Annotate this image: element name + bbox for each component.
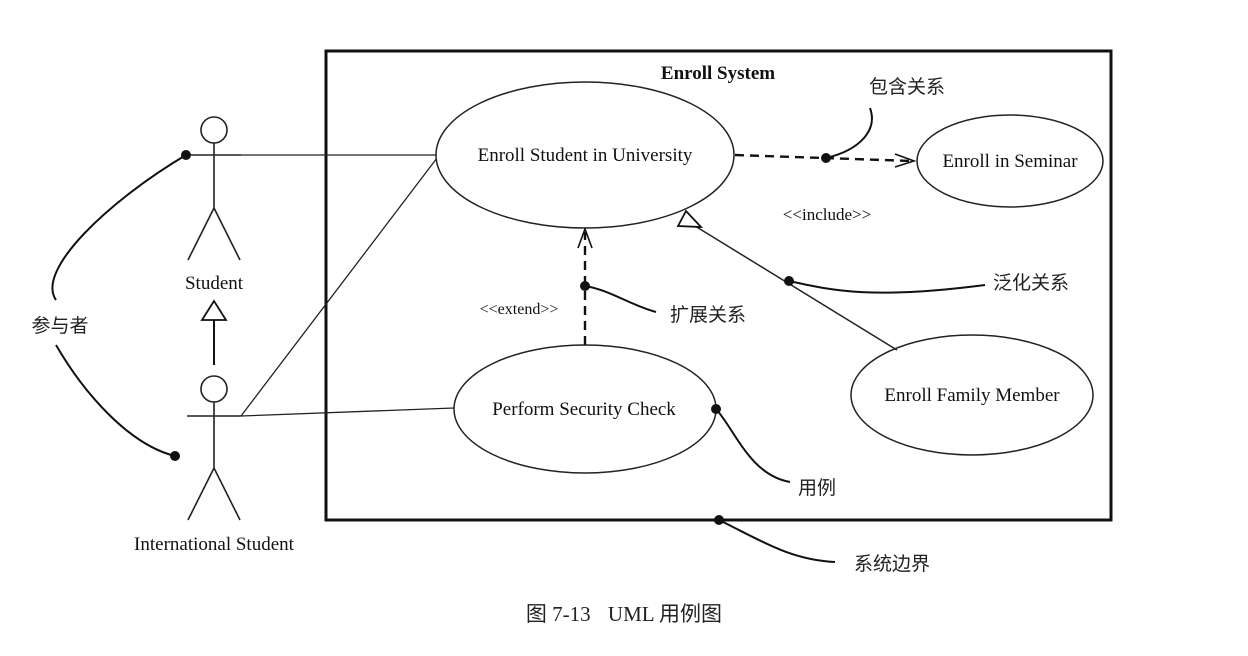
actor-head-icon: [200, 375, 228, 403]
use-case-enroll-in-seminar[interactable]: [916, 114, 1104, 208]
include-stereotype: <<include>>: [783, 205, 871, 224]
leader-extend: [584, 285, 657, 313]
use-case-enroll-family-member[interactable]: [850, 334, 1094, 456]
leader-actor-bottom: [55, 344, 176, 457]
dot-icon: [821, 153, 831, 163]
use-case-label: Enroll in Seminar: [942, 151, 1078, 172]
include-arrowhead-icon: [894, 153, 917, 168]
generalization-arrowhead-icon: [200, 299, 228, 321]
annotation-actor: 参与者: [31, 315, 88, 337]
use-case-label: Perform Security Check: [492, 399, 676, 420]
dot-icon: [181, 150, 191, 160]
figure-caption: 图 7-13 UML 用例图: [0, 598, 1248, 628]
annotation-extend: 扩展关系: [670, 304, 746, 326]
dot-icon: [714, 515, 724, 525]
leader-include: [825, 107, 873, 159]
association-intl-security: [240, 407, 455, 417]
annotation-include: 包含关系: [869, 76, 945, 98]
association-intl-enroll: [240, 157, 438, 417]
leader-system-boundary: [718, 519, 836, 563]
extend-arrowhead-icon: [577, 226, 593, 249]
figure-number: 图 7-13: [525, 602, 591, 626]
usecase-generalization-line: [694, 225, 898, 351]
dot-icon: [170, 451, 180, 461]
annotation-dots: [170, 150, 831, 525]
leader-actor-top: [51, 154, 187, 301]
annotation-leaders: [51, 107, 986, 563]
actor-student[interactable]: [187, 116, 241, 261]
actor-international-student[interactable]: [187, 375, 241, 521]
dot-icon: [580, 281, 590, 291]
annotation-use-case: 用例: [798, 477, 836, 499]
leader-generalization: [788, 280, 986, 294]
actor-international-student-label: International Student: [134, 534, 295, 555]
leader-use-case: [715, 408, 791, 483]
actor-student-label: Student: [185, 273, 244, 294]
actor-head-icon: [200, 116, 228, 144]
annotation-generalization: 泛化关系: [993, 272, 1069, 294]
dot-icon: [711, 404, 721, 414]
generalization-arrowhead-icon: [676, 209, 704, 228]
annotation-system-boundary: 系统边界: [854, 553, 930, 575]
extend-stereotype: <<extend>>: [480, 301, 559, 318]
system-title: Enroll System: [661, 63, 775, 84]
dot-icon: [784, 276, 794, 286]
figure-title: UML 用例图: [607, 602, 723, 626]
use-case-label: Enroll Family Member: [884, 385, 1060, 406]
use-case-label: Enroll Student in University: [478, 145, 693, 166]
